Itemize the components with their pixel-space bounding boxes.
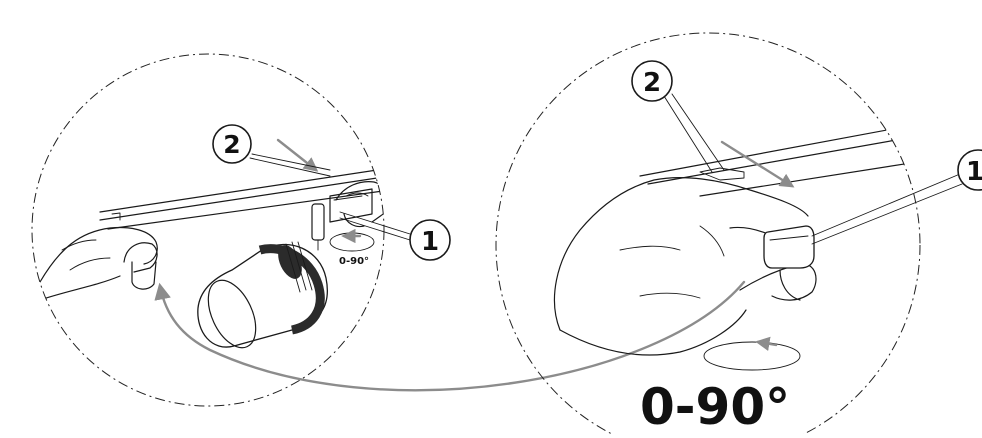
right-view-hand — [553, 177, 817, 356]
right-rotation-indicator — [703, 336, 801, 371]
left-detail-circle — [31, 53, 385, 407]
left-angle-label: 0-90° — [339, 256, 369, 267]
left-track-adapter — [311, 188, 373, 251]
right-hand — [335, 181, 384, 228]
right-detail-circle — [495, 32, 921, 438]
right-callout-2: 2 — [631, 60, 725, 173]
right-push-arrow — [720, 140, 795, 188]
spotlight-body — [197, 241, 328, 349]
left-detail-view: 0-90° 2 1 — [31, 53, 451, 407]
right-callout-1: 1 — [811, 149, 982, 245]
left-callout-1-label: 1 — [421, 227, 439, 257]
right-track-rail — [639, 121, 920, 197]
right-detail-view: 2 1 0-90° — [495, 32, 982, 438]
left-rotation-indicator: 0-90° — [329, 228, 375, 267]
right-angle-label: 0-90° — [640, 378, 790, 434]
left-callout-2: 2 — [212, 124, 331, 177]
right-track-adapter — [763, 225, 815, 269]
right-callout-2-label: 2 — [643, 68, 661, 98]
left-push-arrow — [276, 138, 319, 172]
left-callout-2-label: 2 — [223, 130, 240, 159]
transition-arrow — [154, 280, 746, 392]
left-track-rail — [99, 167, 384, 230]
right-callout-1-label: 1 — [966, 157, 982, 187]
left-hand — [39, 226, 158, 301]
left-callout-1: 1 — [339, 211, 451, 261]
